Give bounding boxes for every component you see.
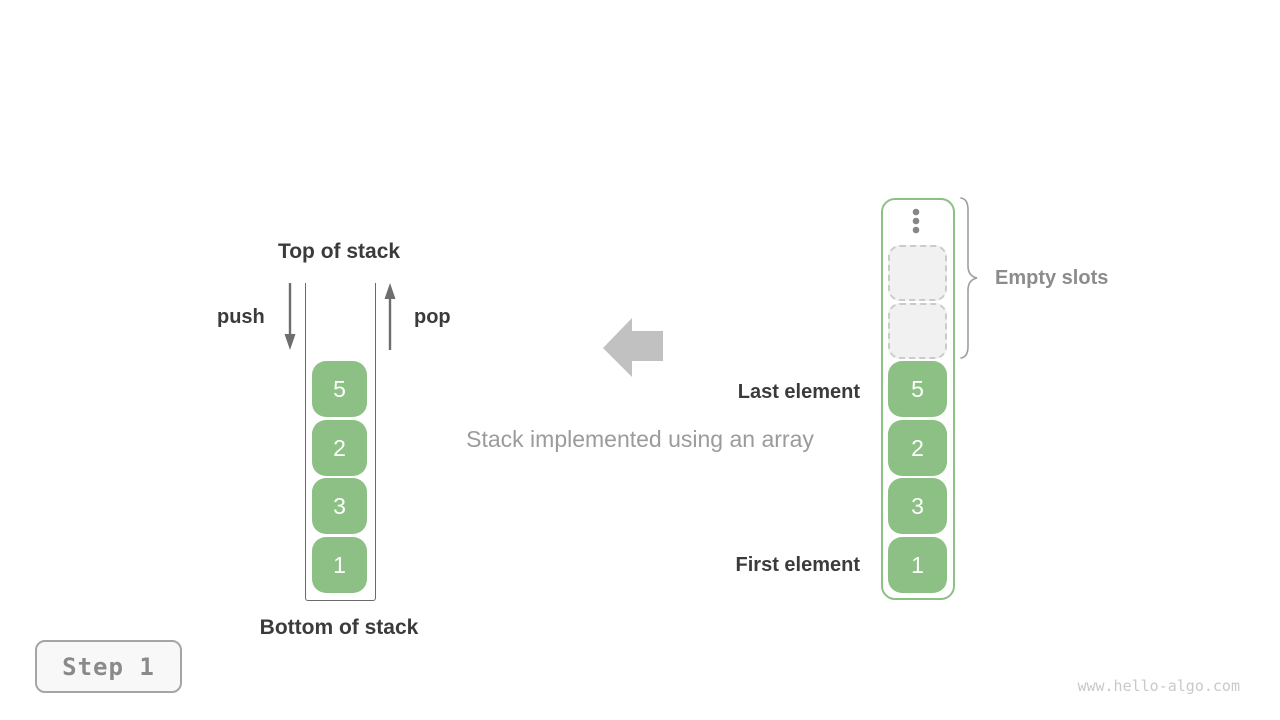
pop-label: pop — [414, 306, 451, 328]
ellipsis-icon — [908, 205, 924, 237]
array-cell: 2 — [888, 420, 947, 476]
array-cell: 3 — [888, 478, 947, 534]
last-element-label: Last element — [737, 381, 860, 403]
caption-text: Stack implemented using an array — [466, 426, 814, 452]
stack-cell: 2 — [312, 420, 367, 476]
stack-cell: 3 — [312, 478, 367, 534]
big-left-arrow-icon — [603, 318, 663, 377]
empty-slots-label: Empty slots — [995, 267, 1109, 289]
watermark-text: www.hello-algo.com — [1077, 677, 1240, 695]
step-badge-label: Step 1 — [62, 652, 155, 681]
empty-slot — [888, 245, 947, 301]
stack-cell: 5 — [312, 361, 367, 417]
bottom-of-stack-label: Bottom of stack — [259, 616, 419, 639]
array-cell: 1 — [888, 537, 947, 593]
top-of-stack-label: Top of stack — [277, 240, 401, 263]
step-badge: Step 1 — [35, 640, 182, 693]
array-cell: 5 — [888, 361, 947, 417]
stack-cell: 1 — [312, 537, 367, 593]
pop-up-arrow-icon — [383, 281, 397, 351]
empty-slot — [888, 303, 947, 359]
first-element-label: First element — [735, 554, 860, 576]
push-down-arrow-icon — [283, 282, 297, 352]
push-label: push — [217, 306, 265, 328]
curly-brace-icon — [955, 194, 983, 362]
